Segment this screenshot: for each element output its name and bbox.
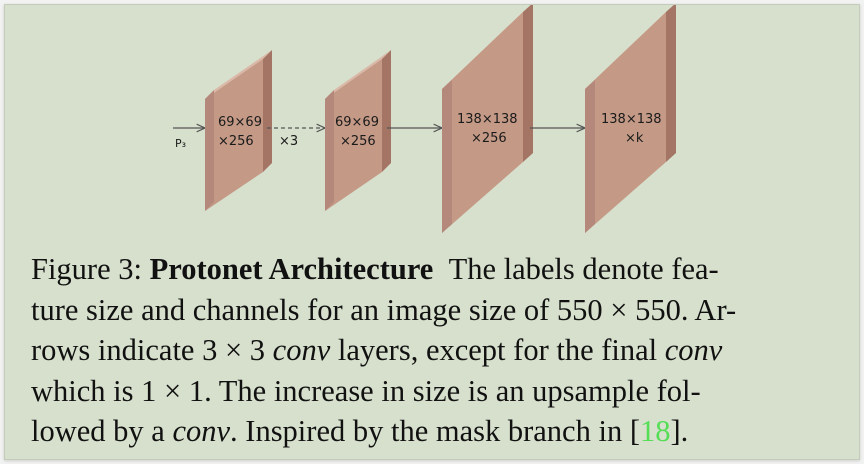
caption-line-5: lowed by a conv. Inspired by the mask br…: [31, 411, 839, 452]
caption-text-1: The labels denote fea-: [448, 252, 719, 286]
conv-term: conv: [664, 333, 723, 367]
feature-map-1: 69×69 ×256: [205, 50, 272, 211]
caption-text-2: ture size and channels for an image size…: [31, 292, 737, 327]
caption-text-3b: layers, except for the final: [330, 333, 665, 367]
protonet-diagram: P₃ 69×69 ×256 ×3 69×69 ×256: [173, 5, 676, 233]
caption-text-3a: rows indicate 3 × 3: [31, 333, 273, 367]
layer-1-size: 69×69: [218, 115, 262, 130]
conv-term: conv: [272, 333, 331, 367]
caption-text-5b: . Inspired by the mask branch in [: [230, 414, 640, 448]
layer-3-size: 138×138: [457, 112, 518, 127]
caption-text-5a: lowed by a: [31, 414, 173, 448]
caption-text-4: which is 1 × 1. The increase in size is …: [31, 373, 701, 408]
layer-4-size: 138×138: [601, 112, 662, 127]
layer-2-channels: ×256: [340, 134, 376, 149]
layer-1-channels: ×256: [218, 134, 254, 149]
feature-map-2: 69×69 ×256: [325, 50, 391, 211]
caption-line-1: Figure 3: Protonet Architecture The labe…: [31, 249, 839, 290]
caption-line-4: which is 1 × 1. The increase in size is …: [31, 371, 839, 412]
figure-caption: Figure 3: Protonet Architecture The labe…: [31, 249, 839, 452]
layer-3-channels: ×256: [471, 131, 507, 146]
citation-link[interactable]: 18: [639, 414, 671, 448]
layer-4-channels: ×k: [625, 131, 644, 146]
caption-text-5c: ].: [670, 414, 689, 448]
figure-frame: P₃ 69×69 ×256 ×3 69×69 ×256: [4, 4, 860, 460]
conv-term: conv: [172, 414, 231, 448]
layer-2-size: 69×69: [335, 115, 379, 130]
figure-title: Protonet Architecture: [149, 252, 434, 286]
feature-map-3: 138×138 ×256: [442, 5, 533, 233]
figure-label: Figure 3:: [31, 252, 142, 286]
caption-line-3: rows indicate 3 × 3 conv layers, except …: [31, 330, 839, 371]
feature-map-4: 138×138 ×k: [585, 5, 676, 233]
repeat-label: ×3: [279, 134, 298, 149]
input-label: P₃: [175, 137, 186, 150]
caption-line-2: ture size and channels for an image size…: [31, 290, 839, 331]
